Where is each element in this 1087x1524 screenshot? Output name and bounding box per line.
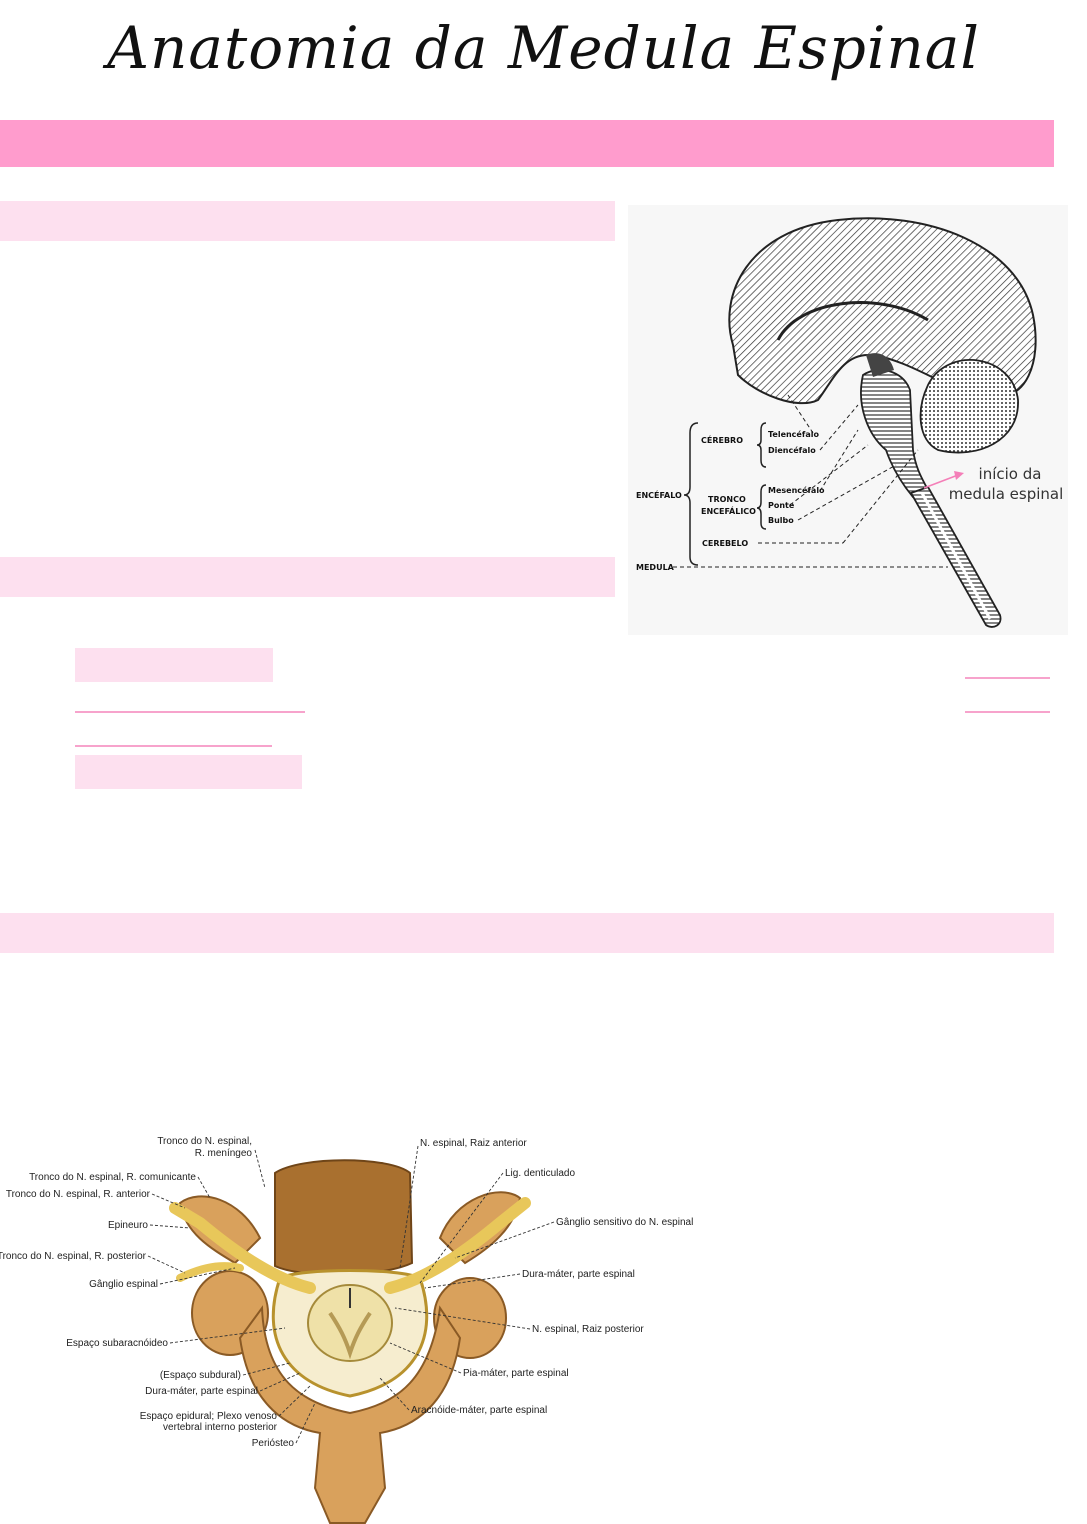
brain-sagittal-figure: CÉREBRO Telencéfalo Diencéfalo ENCÉFALO … — [628, 205, 1068, 635]
vlabel-l4: Epineuro — [108, 1220, 148, 1231]
label-telencefalo: Telencéfalo — [768, 429, 819, 439]
label-ponte: Ponte — [768, 501, 795, 510]
label-diencefalo: Diencéfalo — [768, 445, 816, 455]
label-mesencefalo: Mesencéfalo — [768, 485, 825, 495]
underline-3 — [965, 677, 1050, 679]
vlabel-r5: Pia-máter, parte espinal — [463, 1368, 569, 1379]
label-encefalo: ENCÉFALO — [636, 489, 682, 500]
label-medula: MEDULA — [636, 563, 675, 572]
label-tronco-2: ENCEFÁLICO — [701, 505, 756, 516]
vlabel-r1: Lig. denticulado — [505, 1168, 575, 1179]
callout-line-1: início da — [979, 465, 1042, 483]
vertebra-cross-section-figure: Tronco do N. espinal, R. meníngeo Tronco… — [0, 1128, 700, 1524]
vlabel-r0: N. espinal, Raiz anterior — [420, 1138, 527, 1149]
vlabel-l0: Tronco do N. espinal, — [157, 1136, 252, 1147]
label-cerebelo: CEREBELO — [702, 539, 748, 548]
label-bulbo: Bulbo — [768, 516, 794, 525]
spinal-cord-section — [307, 1284, 393, 1362]
underline-1 — [75, 711, 305, 713]
vlabel-l8: (Espaço subdural) — [160, 1370, 241, 1381]
right-spinal-nerve — [384, 1197, 531, 1294]
label-cerebro: CÉREBRO — [701, 434, 743, 445]
vlabel-l9: Dura-máter, parte espinal — [145, 1386, 258, 1397]
vlabel-l2: Tronco do N. espinal, R. comunicante — [29, 1172, 196, 1183]
label-tronco-1: TRONCO — [708, 495, 746, 504]
page-title: Anatomia da Medula Espinal — [107, 14, 980, 82]
vlabel-l5: Tronco do N. espinal, R. posterior — [0, 1251, 147, 1262]
subsection-band-2 — [0, 557, 615, 597]
subsection-band-1 — [0, 201, 615, 241]
highlight-block-2 — [75, 755, 302, 789]
vertebral-arch — [238, 1305, 462, 1524]
vlabel-l3: Tronco do N. espinal, R. anterior — [6, 1189, 151, 1200]
callout-line-2: medula espinal — [949, 485, 1064, 503]
underline-2 — [75, 745, 272, 747]
vlabel-l7: Espaço subaracnóideo — [66, 1338, 168, 1349]
vlabel-r4: N. espinal, Raiz posterior — [532, 1324, 644, 1335]
cerebellum-shape — [919, 359, 1019, 454]
vlabel-l10: Espaço epidural; Plexo venoso — [140, 1411, 278, 1422]
section-header-band — [0, 120, 1054, 167]
vlabel-l6: Gânglio espinal — [89, 1279, 158, 1290]
left-spinal-nerve — [169, 1202, 316, 1294]
vlabel-l12: Periósteo — [252, 1438, 295, 1449]
vlabel-r3: Dura-máter, parte espinal — [522, 1269, 635, 1280]
vertebral-body — [274, 1159, 414, 1276]
vlabel-r2: Gânglio sensitivo do N. espinal — [556, 1217, 693, 1228]
vlabel-l11: vertebral interno posterior — [163, 1422, 278, 1433]
underline-4 — [965, 711, 1050, 713]
subsection-band-3 — [0, 913, 1054, 953]
vlabel-l1: R. meníngeo — [195, 1148, 253, 1159]
highlight-block-1 — [75, 648, 273, 682]
vlabel-r6: Aracnóide-máter, parte espinal — [411, 1405, 547, 1416]
